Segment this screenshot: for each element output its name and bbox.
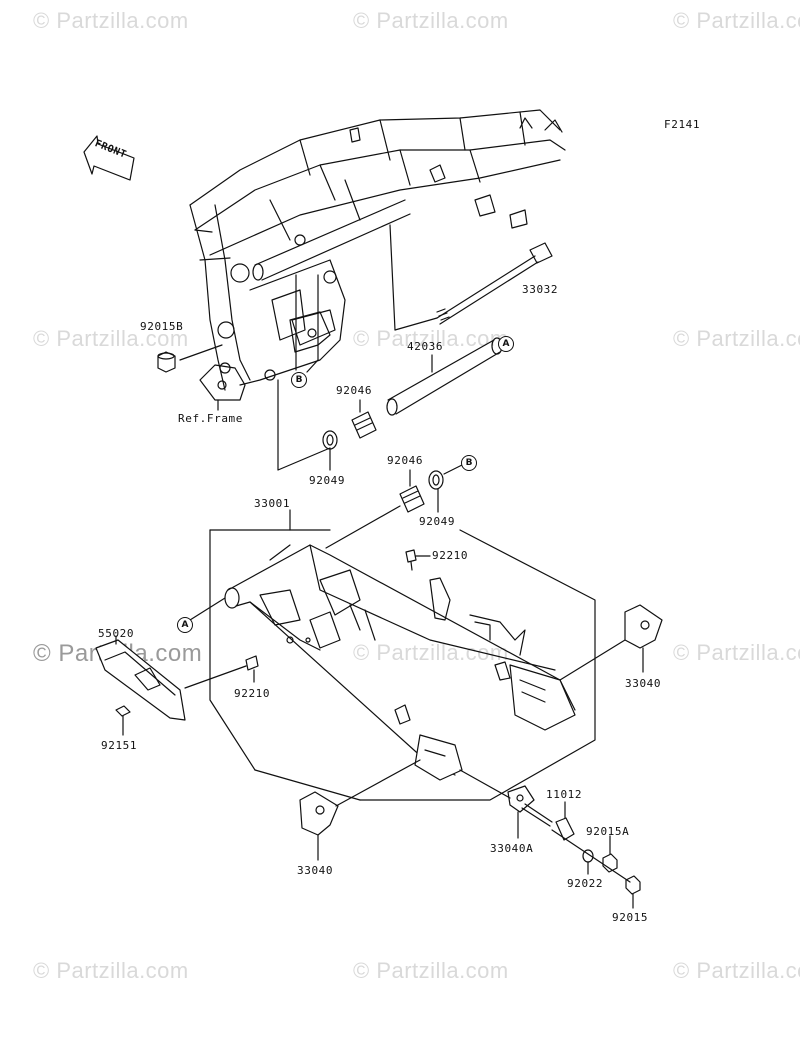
bolt-92210-right (405, 549, 417, 571)
part-label-92015: 92015 (612, 911, 649, 924)
part-label-92151: 92151 (101, 739, 138, 752)
screw-92151 (115, 705, 131, 736)
frame-drawing (189, 109, 566, 401)
part-label-92022: 92022 (567, 877, 604, 890)
watermark: © Partzilla.com (353, 8, 509, 33)
part-label-55020: 55020 (98, 627, 135, 640)
callout-b-lower: B (461, 455, 477, 471)
part-label-92015a: 92015A (586, 825, 630, 838)
seal-92049-upper (322, 430, 338, 450)
watermark: © Partzilla.com (33, 8, 189, 33)
figure-code: F2141 (664, 118, 701, 131)
callout-a-upper: A (498, 336, 514, 352)
swingarm-33001 (224, 544, 576, 781)
front-arrow-icon (83, 135, 135, 181)
part-label-92049-upper: 92049 (309, 474, 346, 487)
bearing-92046-lower (399, 485, 425, 513)
collar-42036 (386, 337, 503, 416)
watermark: © Partzilla.com (353, 958, 509, 983)
chain-slider-55020 (95, 639, 186, 721)
plate-11012 (555, 817, 575, 841)
adjuster-bolt-33040a (507, 785, 553, 827)
part-label-33032: 33032 (522, 283, 559, 296)
part-label-92210-right: 92210 (432, 549, 469, 562)
watermark: © Partzilla.com (673, 640, 800, 665)
bearing-92046-upper (351, 411, 377, 439)
ref-frame-label: Ref.Frame (178, 412, 244, 425)
part-label-92015b: 92015B (140, 320, 184, 333)
part-label-11012: 11012 (546, 788, 583, 801)
adjuster-33040-right (624, 604, 663, 649)
watermark: © Partzilla.com (33, 326, 189, 351)
watermark: © Partzilla.com (673, 8, 800, 33)
part-label-92049-lower: 92049 (419, 515, 456, 528)
seal-92049-lower (428, 470, 444, 490)
bolt-92210-left (184, 655, 259, 689)
nut-92015b (157, 351, 176, 373)
nut-92015a (602, 853, 618, 873)
callout-b-upper: B (291, 372, 307, 388)
callout-a-lower: A (177, 617, 193, 633)
part-label-42036: 42036 (407, 340, 444, 353)
part-label-33040-left: 33040 (297, 864, 334, 877)
watermark: © Partzilla.com (673, 958, 800, 983)
adjuster-33040-left (299, 791, 339, 836)
part-label-33001: 33001 (254, 497, 291, 510)
nut-92015 (625, 875, 641, 895)
part-label-33040-right: 33040 (625, 677, 662, 690)
part-label-92046-upper: 92046 (336, 384, 373, 397)
watermark: © Partzilla.com (33, 958, 189, 983)
watermark: © Partzilla.com (673, 326, 800, 351)
part-label-92210-left: 92210 (234, 687, 271, 700)
part-label-33040a: 33040A (490, 842, 534, 855)
pivot-shaft-33032 (436, 242, 553, 325)
part-label-92046-lower: 92046 (387, 454, 424, 467)
